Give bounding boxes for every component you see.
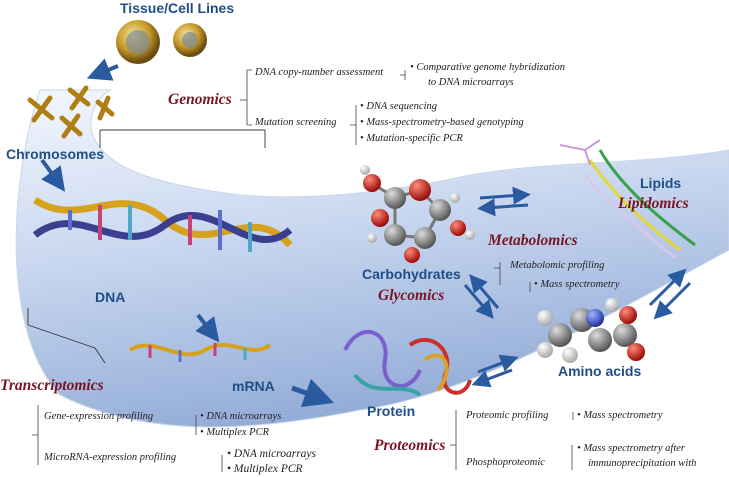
proteomic-profiling: Proteomic profiling	[466, 410, 549, 421]
omics-transcriptomics: Transcriptomics	[0, 377, 104, 394]
omics-glycomics: Glycomics	[378, 287, 445, 304]
genomics-mutation-item-1: • DNA sequencing	[360, 101, 437, 112]
metabolomic-profiling: Metabolomic profiling	[510, 260, 605, 271]
transcriptomics-mirna: MicroRNA-expression profiling	[44, 452, 177, 463]
genomics-cna-item-1: • Comparative genome hybridization	[410, 62, 566, 73]
label-protein: Protein	[367, 403, 416, 419]
arrow-mrna-to-protein	[291, 378, 335, 408]
transcriptomics-gene: Gene-expression profiling	[44, 411, 154, 422]
mrna-strand	[128, 343, 272, 362]
proteomics-phospho-item-1: • Mass spectrometry after	[577, 443, 685, 454]
arrow-chromosomes-to-dna	[40, 158, 66, 192]
proteomic-profiling-method: • Mass spectrometry	[577, 410, 663, 421]
chromosome-shapes	[27, 85, 115, 139]
lipid-head	[559, 139, 601, 166]
label-tissue: Tissue/Cell Lines	[120, 0, 235, 16]
transcriptomics-bracket	[27, 308, 106, 364]
metabolomic-method: • Mass spectrometry	[534, 279, 620, 290]
cell-spheres	[116, 20, 207, 64]
amino-acid-molecule	[537, 298, 645, 363]
label-chromosomes: Chromosomes	[6, 146, 105, 162]
genomics-mutation-item-3: • Mutation-specific PCR	[360, 133, 463, 144]
genomics-bracket	[99, 129, 266, 148]
transcriptomics-gene-item-2: • Multiplex PCR	[200, 427, 270, 438]
transcriptomics-mirna-item-1: • DNA microarrays	[227, 448, 317, 460]
genomics-mutation-item-2: • Mass-spectrometry-based genotyping	[360, 117, 524, 128]
label-amino-acids: Amino acids	[558, 363, 642, 379]
label-lipids: Lipids	[640, 175, 682, 191]
omics-genomics: Genomics	[168, 91, 232, 108]
method-brackets	[32, 69, 574, 472]
label-mrna: mRNA	[232, 378, 275, 394]
omics-proteomics: Proteomics	[374, 437, 446, 454]
omics-metabolomics: Metabolomics	[488, 232, 578, 249]
transcriptomics-gene-item-1: • DNA microarrays	[200, 411, 282, 422]
genomics-cna: DNA copy-number assessment	[255, 67, 384, 78]
lipid-chains	[583, 149, 696, 260]
arrow-dna-to-mrna	[195, 313, 220, 343]
transcriptomics-mirna-item-2: • Multiplex PCR	[227, 463, 303, 475]
proteomics-phospho-item-2: immunoprecipitation with	[588, 458, 697, 469]
label-carbohydrates: Carbohydrates	[362, 266, 461, 282]
carbohydrate-atoms	[360, 165, 475, 263]
label-dna: DNA	[95, 289, 126, 305]
equilibrium-arrows	[463, 186, 692, 388]
genomics-mutation: Mutation screening	[255, 117, 337, 128]
omics-lipidomics: Lipidomics	[618, 195, 689, 212]
proteomics-phospho: Phosphoproteomic	[466, 457, 545, 468]
genomics-cna-item-2: to DNA microarrays	[428, 77, 514, 88]
arrow-tissue-to-chromosomes	[86, 58, 119, 81]
protein-ribbon	[343, 329, 472, 397]
dna-helix	[32, 197, 293, 252]
